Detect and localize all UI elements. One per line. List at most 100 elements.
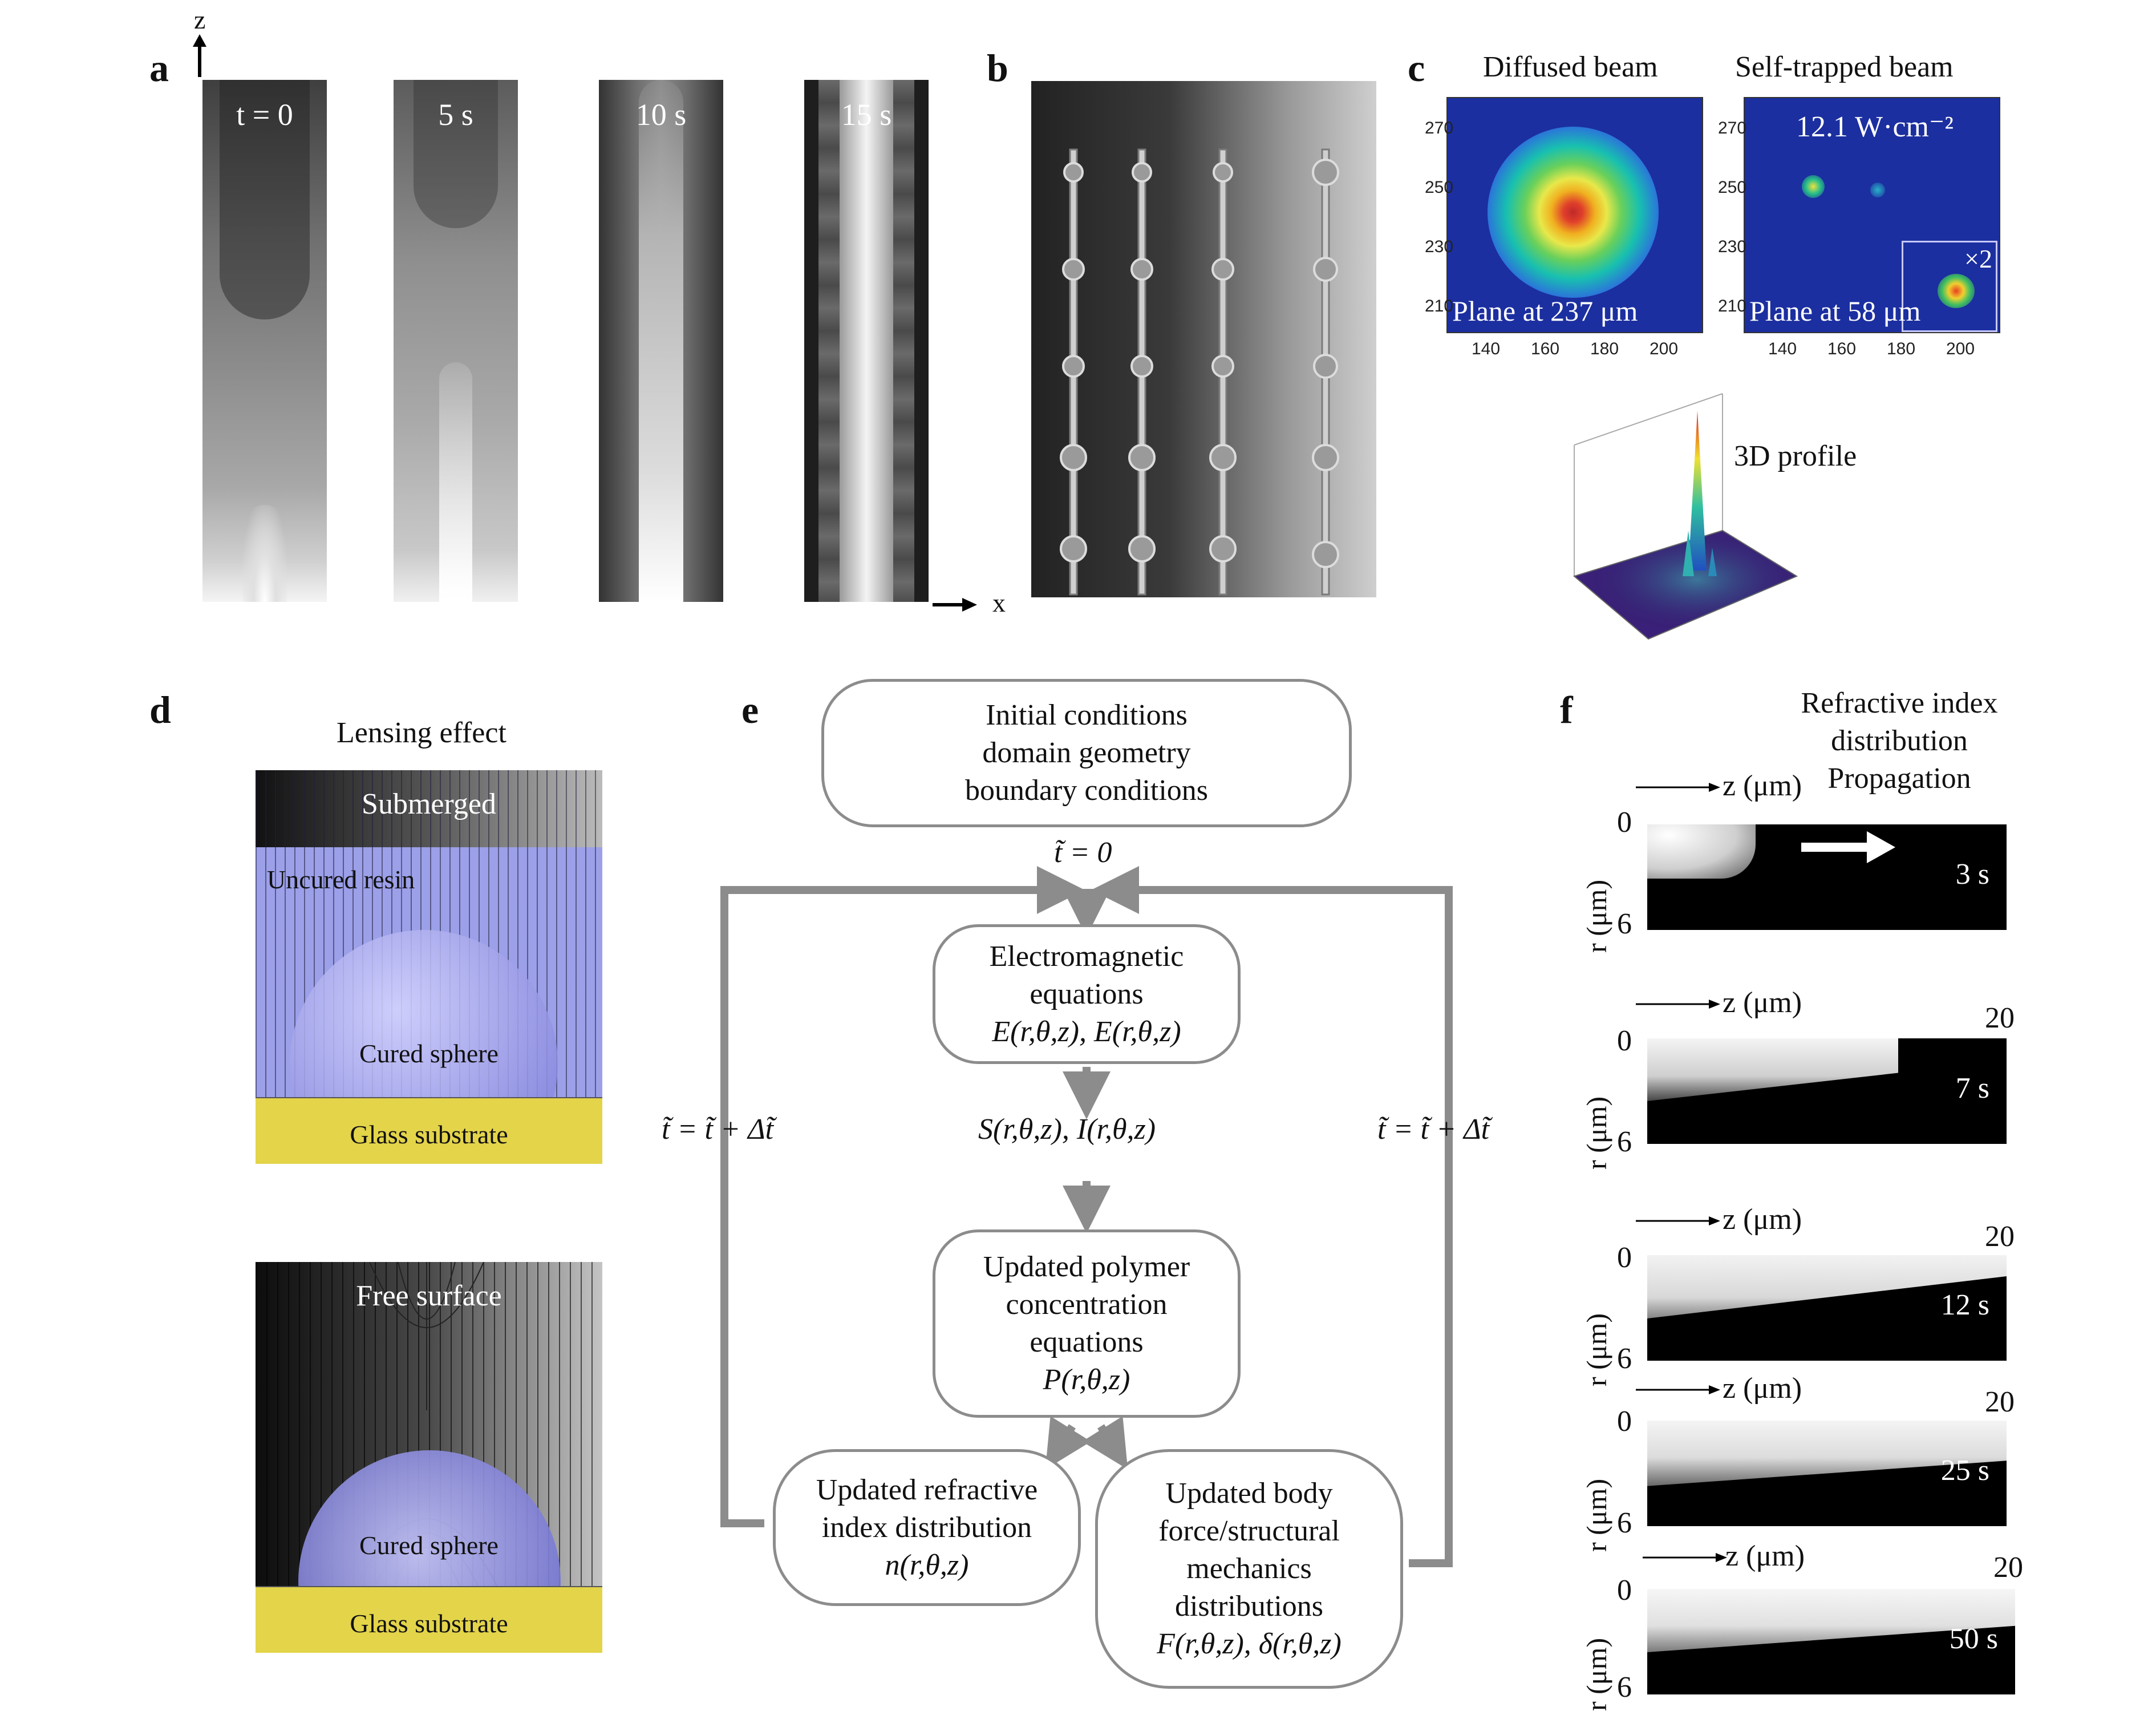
panel-label-d: d: [149, 688, 171, 731]
box-line: P(r,θ,z): [1043, 1364, 1130, 1396]
3d-profile-label: 3D profile: [1734, 440, 1857, 472]
frame-15s: 15 s: [804, 80, 929, 602]
frame-label: 5 s: [438, 98, 473, 132]
r6-tick: 6: [1617, 1126, 1632, 1158]
box-line: boundary conditions: [964, 774, 1209, 807]
heatmap-self-trapped: ×2 12.1 W·cm⁻² Plane at 58 μm: [1744, 97, 2000, 333]
ri-frame-7s: 7 s: [1647, 1038, 2007, 1144]
y-tick: 270: [1425, 119, 1454, 137]
frame-label: 15 s: [841, 98, 892, 132]
axis-x-arrow: [933, 598, 977, 612]
r0-tick: 0: [1617, 806, 1632, 839]
si-label: S(r,θ,z), I(r,θ,z): [978, 1113, 1156, 1146]
y-tick: 270: [1718, 119, 1747, 137]
box-line: F(r,θ,z), δ(r,θ,z): [1157, 1628, 1342, 1660]
y-tick: 210: [1718, 297, 1747, 315]
y-tick: 250: [1425, 178, 1454, 197]
z-axis-label: z (μm): [1723, 770, 1802, 802]
box-body-force: Updated body force/structural mechanics …: [1095, 1449, 1403, 1689]
frame-10s: 10 s: [599, 80, 723, 602]
x-tick: 200: [1650, 339, 1679, 358]
glass-substrate-label: Glass substrate: [350, 1609, 508, 1638]
box-line: domain geometry: [982, 737, 1191, 769]
r-axis-label: r (μm): [1580, 1478, 1612, 1552]
render-free-surface: Free surface Cured sphere Glass substrat…: [256, 1262, 602, 1653]
time-label: 25 s: [1940, 1454, 1989, 1487]
ri-frame-3s: 3 s: [1647, 824, 2007, 930]
panel-label-c: c: [1408, 46, 1425, 90]
x-tick: 200: [1946, 339, 1975, 358]
frame-label: 10 s: [635, 98, 687, 132]
r0-tick: 0: [1617, 1241, 1632, 1274]
lensing-title: Lensing effect: [337, 717, 506, 749]
header-free-surface: Free surface: [356, 1280, 502, 1312]
r6-tick: 6: [1617, 908, 1632, 940]
ri-frame-50s: 50 s: [1647, 1589, 2015, 1694]
panel-label-b: b: [987, 46, 1008, 90]
x-tick: 160: [1827, 339, 1857, 358]
cured-sphere-label: Cured sphere: [359, 1531, 499, 1560]
t0-label: t̃ = 0: [1054, 836, 1112, 869]
z-arrow: [1636, 1216, 1720, 1225]
time-label: 3 s: [1955, 858, 1989, 891]
glass-substrate-label: Glass substrate: [350, 1120, 508, 1149]
panel-b-micrograph: [1031, 81, 1376, 597]
z-axis-label: z (μm): [1723, 1372, 1802, 1405]
box-line: force/structural: [1158, 1515, 1340, 1547]
box-line: Updated refractive: [816, 1473, 1038, 1506]
title-diffused-beam: Diffused beam: [1483, 51, 1658, 83]
inset-magnification: ×2: [1964, 244, 1992, 273]
box-line: n(r,θ,z): [885, 1548, 969, 1581]
panel-label-e: e: [741, 688, 759, 731]
frame-t0: t = 0: [202, 80, 327, 602]
r-axis-label: r (μm): [1580, 1637, 1612, 1711]
panel-f-title: Refractive index distribution Propagatio…: [1780, 685, 2019, 798]
box-line: equations: [1030, 1326, 1144, 1358]
box-line: Updated polymer: [983, 1251, 1190, 1283]
z-arrow: [1636, 1385, 1720, 1394]
y-tick: 250: [1718, 178, 1747, 197]
x-tick: 140: [1472, 339, 1501, 358]
3d-profile-plot: [1573, 393, 1798, 640]
z-axis-label: z (μm): [1723, 986, 1802, 1019]
box-line: concentration: [1006, 1288, 1168, 1321]
frame-label: t = 0: [236, 98, 293, 132]
cured-sphere-label: Cured sphere: [359, 1039, 499, 1068]
x-tick: 140: [1768, 339, 1797, 358]
z-arrow: [1636, 783, 1720, 792]
box-line: E(r,θ,z), E(r,θ,z): [992, 1015, 1181, 1048]
z-arrow: [1636, 1000, 1720, 1009]
r0-tick: 0: [1617, 1574, 1632, 1607]
box-line: distributions: [1174, 1590, 1324, 1623]
z-axis-label: z (μm): [1725, 1540, 1805, 1572]
header-submerged: Submerged: [362, 788, 496, 820]
intensity-label: 12.1 W·cm⁻²: [1796, 111, 1954, 143]
ri-frame-12s: 12 s: [1647, 1255, 2007, 1361]
z-end-tick: 20: [1985, 1220, 2015, 1253]
box-line: equations: [1030, 977, 1144, 1010]
y-tick: 210: [1425, 297, 1454, 315]
plane-label-left: Plane at 237 μm: [1452, 295, 1638, 327]
box-line: mechanics: [1186, 1552, 1312, 1585]
x-tick: 180: [1887, 339, 1916, 358]
box-polymer: Updated polymer concentration equations …: [933, 1229, 1241, 1418]
box-line: Updated body: [1165, 1477, 1333, 1510]
inset-box: ×2: [1902, 241, 1997, 332]
r6-tick: 6: [1617, 1671, 1632, 1704]
box-line: Electromagnetic: [989, 940, 1184, 973]
r-axis-label: r (μm): [1580, 879, 1612, 953]
box-electromagnetic: Electromagnetic equations E(r,θ,z), E(r,…: [933, 924, 1241, 1064]
time-label: 12 s: [1940, 1289, 1989, 1321]
z-end-tick: 20: [1985, 1002, 2015, 1034]
x-tick: 160: [1531, 339, 1560, 358]
propagation-arrow: [1801, 831, 1895, 863]
title-line: distribution: [1831, 725, 1968, 757]
z-end-tick: 20: [1993, 1551, 2023, 1584]
y-tick: 230: [1425, 237, 1454, 256]
z-end-tick: 20: [1985, 1386, 2015, 1418]
box-line: index distribution: [821, 1511, 1032, 1544]
render-submerged: Submerged Uncured resin Cured sphere Gla…: [256, 770, 602, 1164]
frame-5s: 5 s: [394, 80, 518, 602]
box-refractive: Updated refractive index distribution n(…: [773, 1449, 1081, 1606]
